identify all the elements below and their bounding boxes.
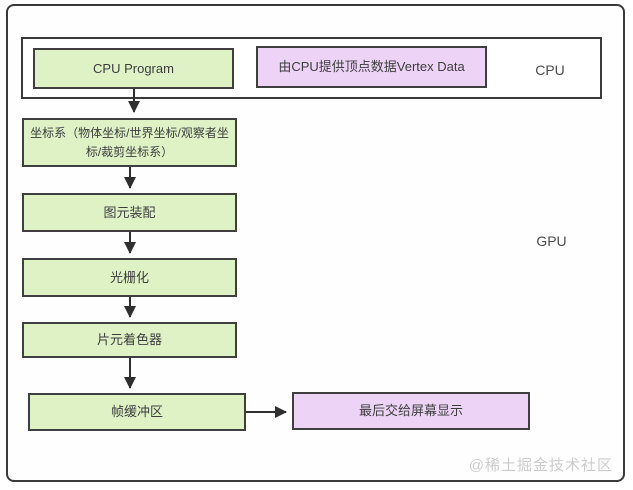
cpu-program-box: CPU Program bbox=[33, 48, 234, 89]
vertex-data-box: 由CPU提供顶点数据Vertex Data bbox=[256, 46, 487, 88]
pipeline-stage-fragment-shader: 片元着色器 bbox=[22, 322, 237, 358]
pipeline-stage-rasterization: 光栅化 bbox=[22, 258, 237, 297]
cpu-label: CPU bbox=[535, 62, 565, 78]
watermark-text: @稀土掘金技术社区 bbox=[468, 457, 613, 474]
gpu-label: GPU bbox=[536, 233, 567, 249]
pipeline-stage-framebuffer: 帧缓冲区 bbox=[28, 393, 246, 431]
pipeline-stage-coordinate-systems: 坐标系（物体坐标/世界坐标/观察者坐标/裁剪坐标系） bbox=[22, 118, 237, 167]
screen-output-box: 最后交给屏幕显示 bbox=[292, 392, 530, 430]
pipeline-stage-primitive-assembly: 图元装配 bbox=[22, 193, 237, 232]
